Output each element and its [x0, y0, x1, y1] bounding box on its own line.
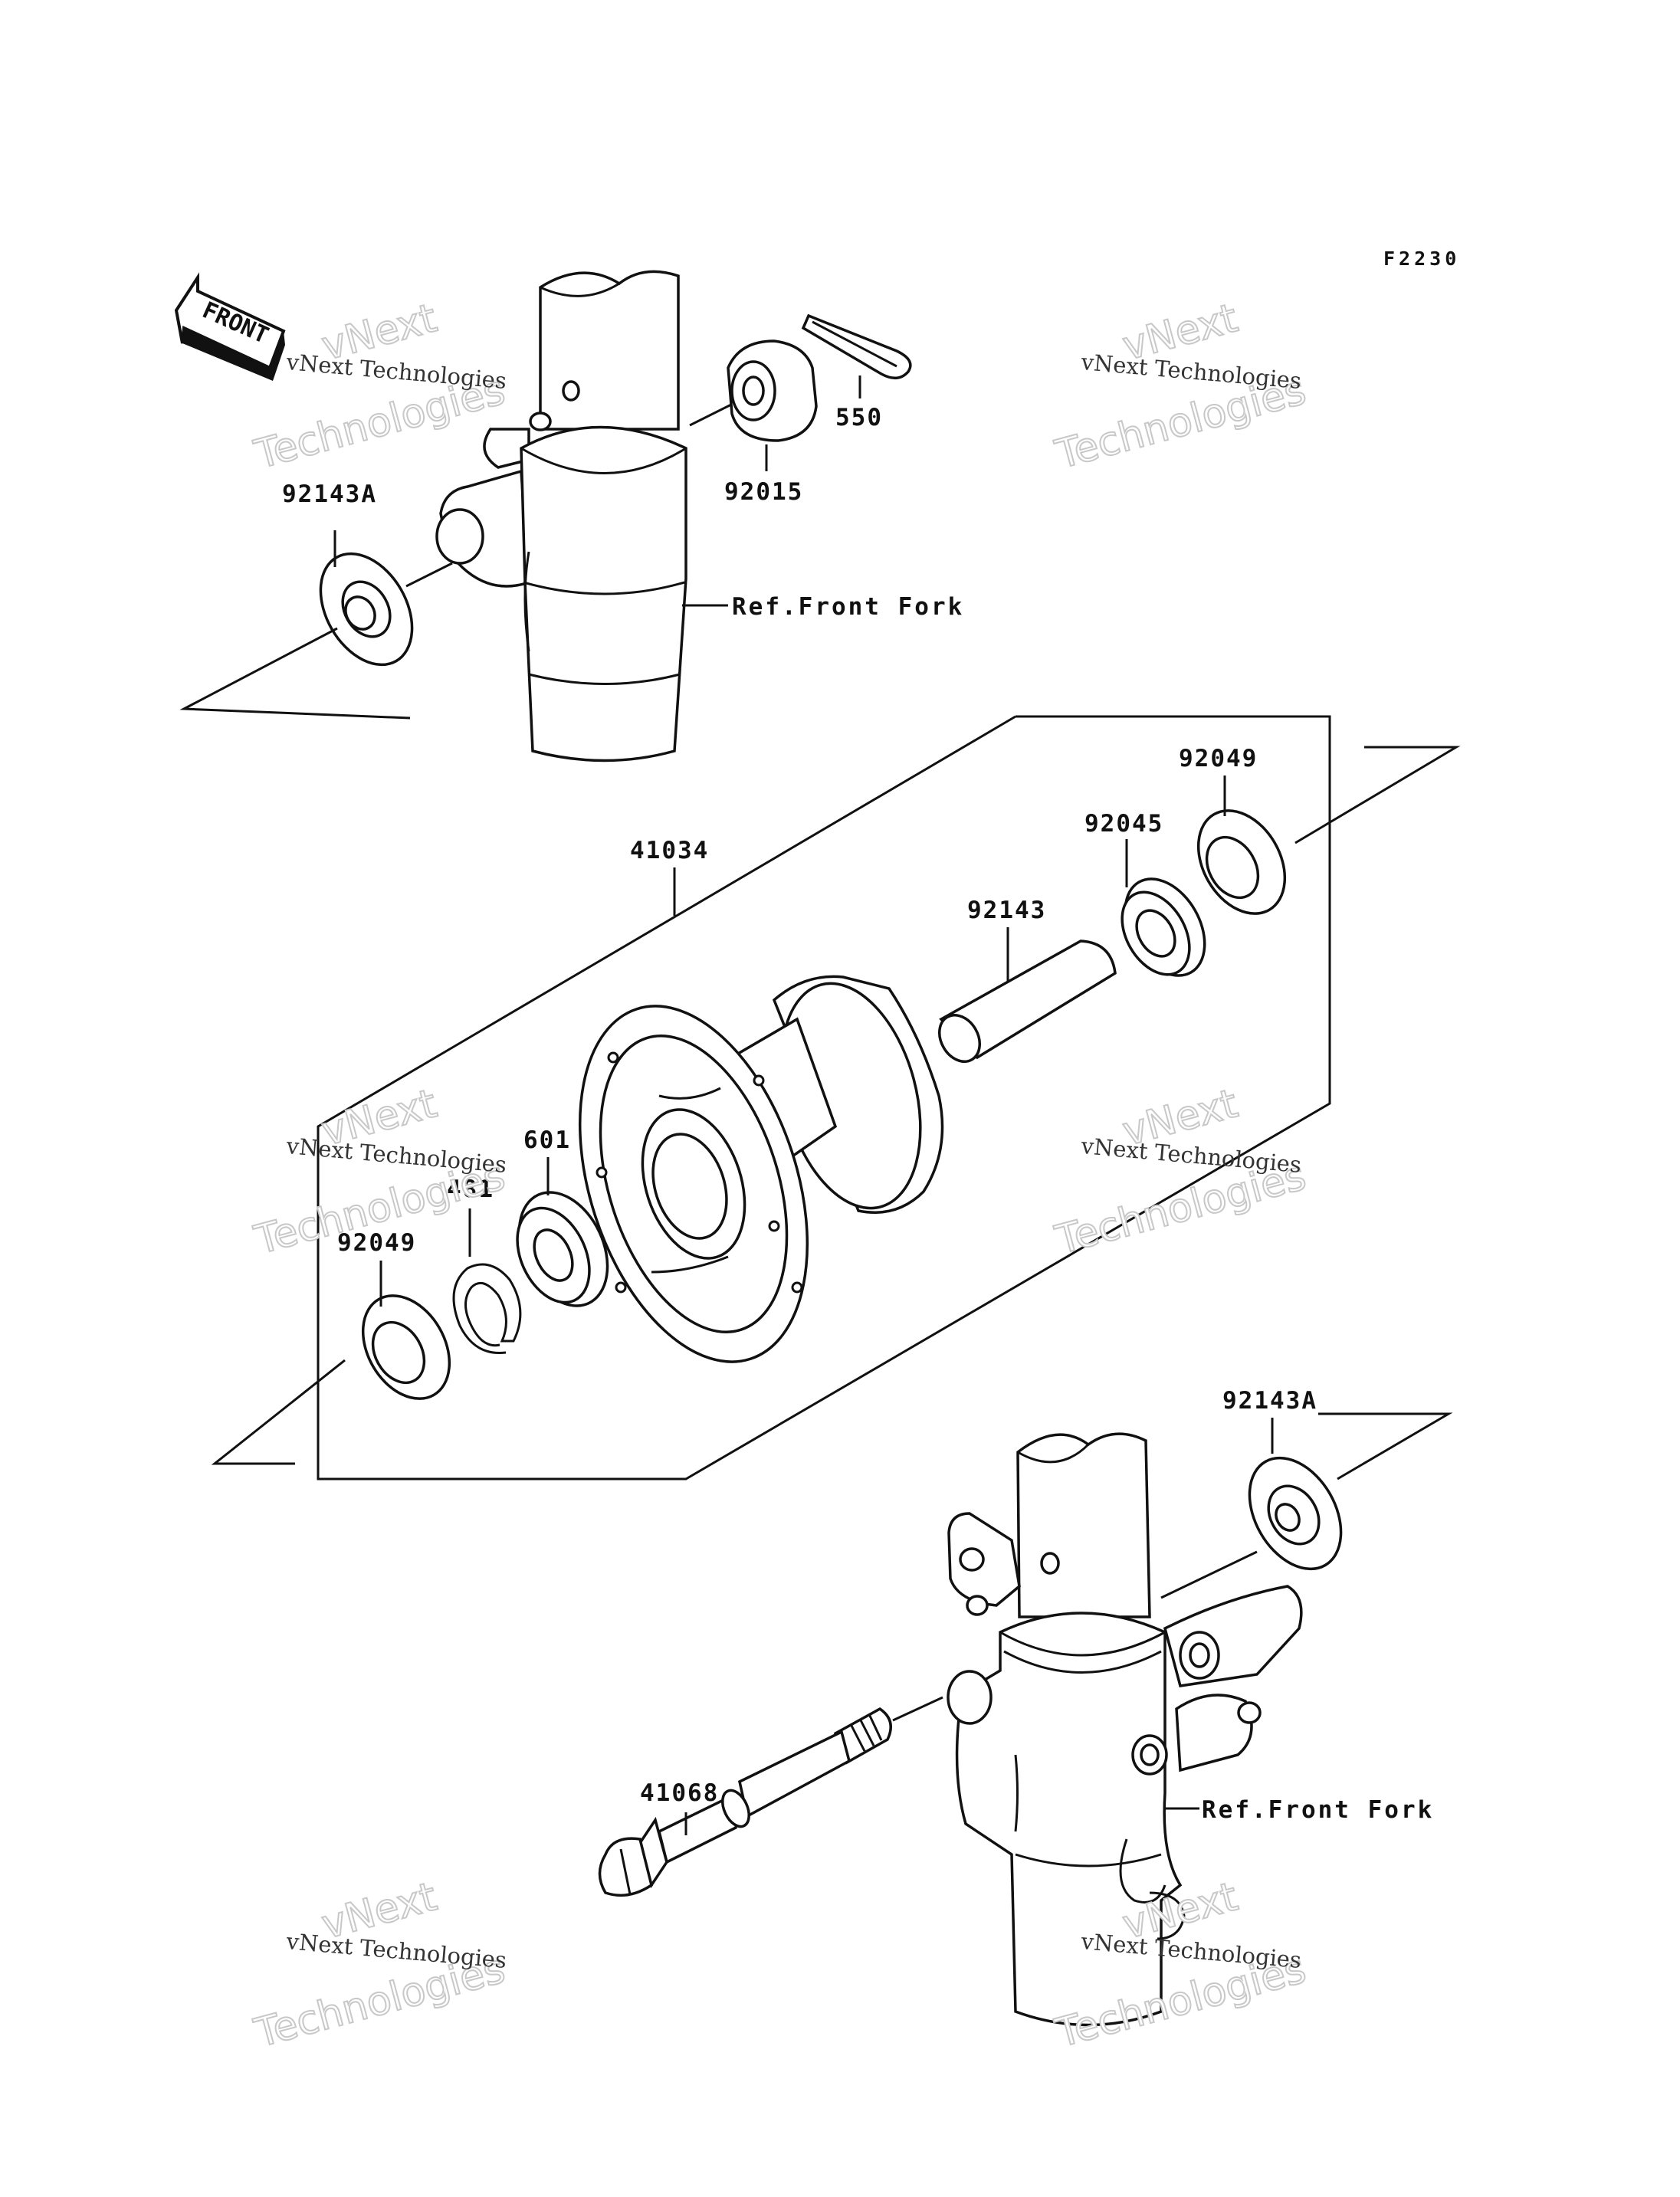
label-41068: 41068: [640, 1779, 719, 1807]
watermark-1: vNext Technologies vNext Technologies: [249, 294, 510, 479]
ref-front-fork-top: Ref.Front Fork: [732, 593, 964, 621]
label-92045: 92045: [1084, 810, 1163, 838]
label-92143A-bottom: 92143A: [1222, 1387, 1317, 1415]
watermark-2: vNext Technologies vNext Technologies: [1050, 294, 1311, 479]
svg-text:vNext Technologies: vNext Technologies: [1079, 349, 1302, 394]
circlip-481: [452, 1208, 522, 1355]
svg-text:vNext Technologies: vNext Technologies: [284, 349, 507, 394]
axis-line-top: [179, 627, 411, 720]
label-92015: 92015: [724, 478, 803, 506]
axle-41068: [598, 1696, 943, 1897]
cotter-pin-550: [801, 313, 912, 398]
axis-line-right: [1294, 746, 1461, 844]
label-92049-right: 92049: [1179, 745, 1258, 772]
nut-92015: [689, 339, 818, 471]
front-fork-bottom-drawing: [947, 1432, 1303, 2027]
watermark-5: vNext Technologies vNext Technologies: [249, 1873, 510, 2058]
label-41034: 41034: [630, 837, 709, 864]
axis-line-bottom: [1318, 1412, 1453, 1481]
svg-text:vNext Technologies: vNext Technologies: [284, 1928, 507, 1973]
label-601: 601: [523, 1126, 571, 1154]
watermark-4: vNext Technologies vNext Technologies: [1050, 1080, 1311, 1264]
seal-92049-left: [361, 1261, 451, 1400]
hub-group-frame: [317, 715, 1331, 1481]
label-92143: 92143: [967, 897, 1046, 924]
ref-front-fork-bottom: Ref.Front Fork: [1202, 1796, 1434, 1824]
seal-92049-right: [1196, 776, 1287, 915]
label-92143A-top: 92143A: [282, 480, 377, 508]
axis-line-left: [211, 1359, 346, 1465]
bearing-601: [516, 1157, 609, 1307]
label-550: 550: [835, 404, 883, 431]
front-arrow-icon: FRONT: [174, 272, 286, 381]
diagram-code: F2230: [1383, 248, 1460, 270]
collar-92143A-bottom: [1160, 1418, 1343, 1599]
collar-92143A-top: [319, 530, 453, 667]
bearing-92045: [1121, 839, 1206, 977]
collar-92143: [938, 927, 1117, 1063]
label-92049-left: 92049: [337, 1229, 416, 1257]
label-481: 481: [447, 1176, 494, 1203]
hub-41034: [578, 975, 944, 1363]
front-fork-top-drawing: [435, 270, 728, 762]
